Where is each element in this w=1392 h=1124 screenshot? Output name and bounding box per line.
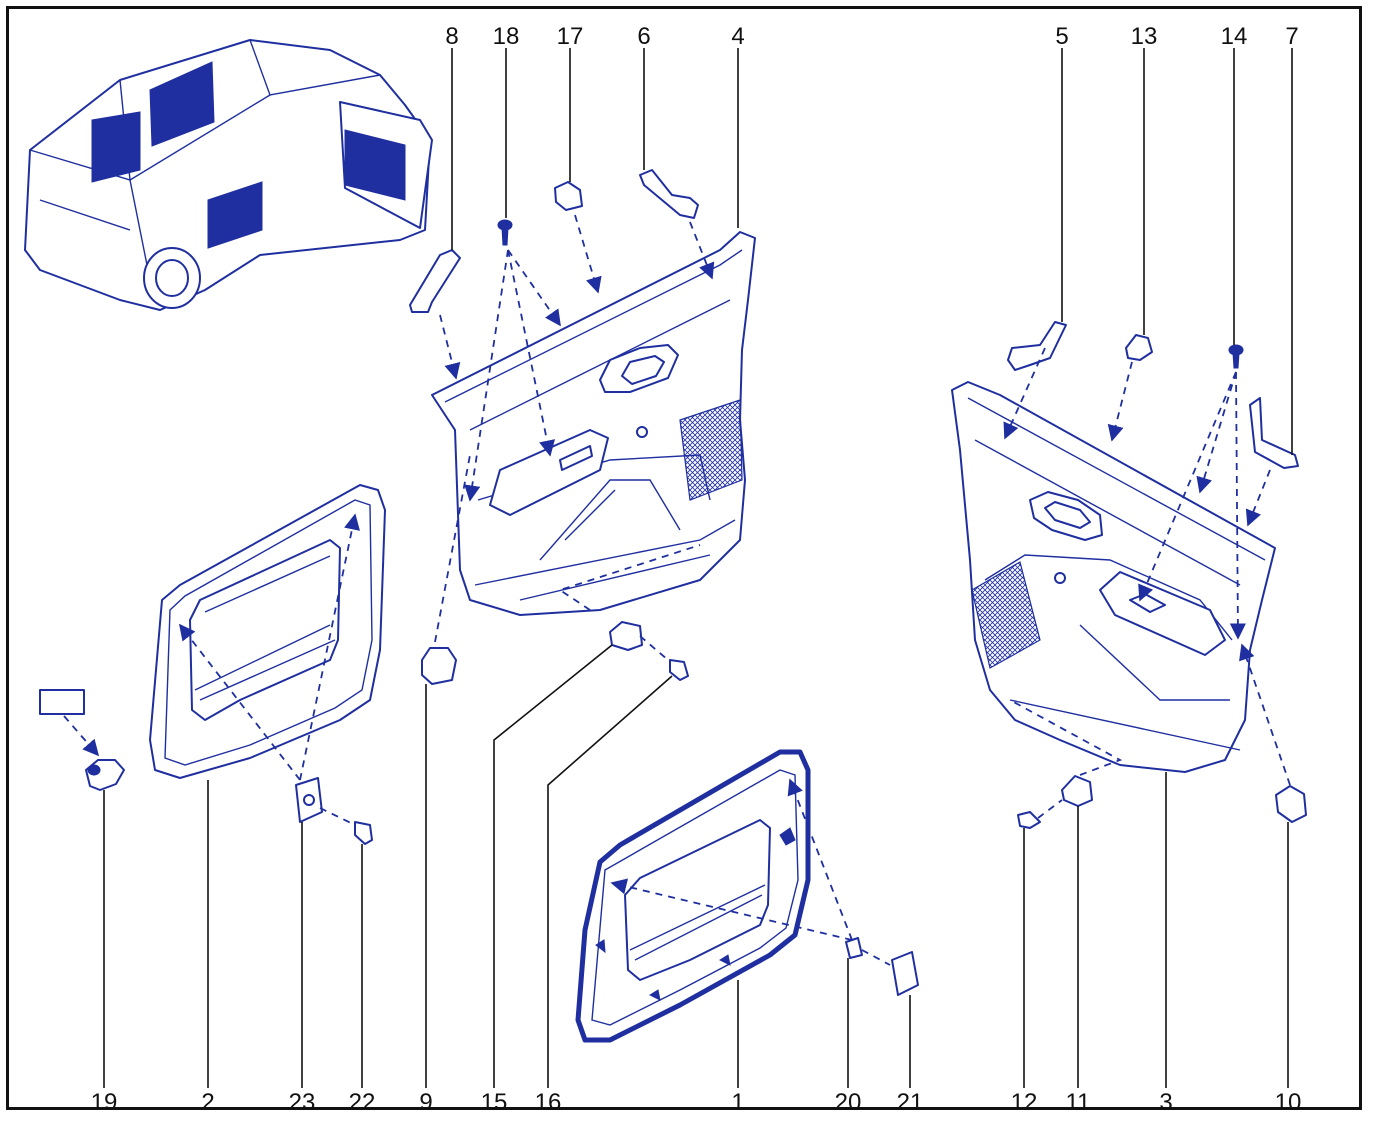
part-8-handle-cover [409,249,461,313]
callout-21: 21 [897,1089,924,1116]
callout-7: 7 [1285,23,1298,50]
part-13-clip [1125,334,1153,361]
part-2-pocket-panel [149,484,386,779]
callout-4: 4 [731,23,744,50]
part-23-nut [295,777,323,823]
callout-11: 11 [1066,1089,1091,1116]
part-15-clip [609,621,643,651]
leader-lines [103,48,1293,1088]
callout-3: 3 [1159,1089,1172,1116]
part-1-pocket-panel [575,749,811,1043]
part-6-bracket [639,169,699,219]
callout-2: 2 [201,1089,214,1116]
callout-17: 17 [557,23,584,50]
callout-12: 12 [1011,1089,1038,1116]
part-3-rear-door-panel [951,381,1276,773]
part-14-screw [1228,344,1244,369]
callout-1: 1 [731,1089,744,1116]
callout-18: 18 [493,23,520,50]
callout-19: 19 [91,1089,118,1116]
callout-labels-top: 8 18 17 6 4 5 13 14 7 [445,23,1298,50]
part-7-handle-cover [1249,397,1299,469]
part-9-clip [421,647,457,685]
part-22-screw [354,821,373,845]
callout-23: 23 [289,1089,316,1116]
part-16-screw [669,659,689,681]
callout-labels-bottom: 19 2 23 22 9 15 16 1 20 21 12 11 3 10 [91,1089,1302,1116]
part-21-nut [891,951,919,996]
callout-16: 16 [535,1089,562,1116]
callout-9: 9 [419,1089,432,1116]
callout-13: 13 [1131,23,1158,50]
callout-10: 10 [1275,1089,1302,1116]
callout-14: 14 [1221,23,1248,50]
assembly-arrows [63,214,1291,966]
part-19-cap-and-tag [39,689,125,791]
part-17-clip [554,181,583,211]
part-5-bracket [1007,321,1067,371]
callout-22: 22 [349,1089,376,1116]
part-18-screw [497,219,513,246]
callout-6: 6 [637,23,650,50]
callout-20: 20 [835,1089,862,1116]
part-4-front-door-panel [431,231,756,616]
callout-8: 8 [445,23,458,50]
callout-15: 15 [481,1089,508,1116]
part-10-clip [1275,785,1307,823]
vehicle-thumbnail [24,39,433,311]
part-20-screw [845,937,863,959]
part-11-clip [1061,775,1093,807]
part-12-screw [1017,811,1041,829]
callout-5: 5 [1055,23,1068,50]
